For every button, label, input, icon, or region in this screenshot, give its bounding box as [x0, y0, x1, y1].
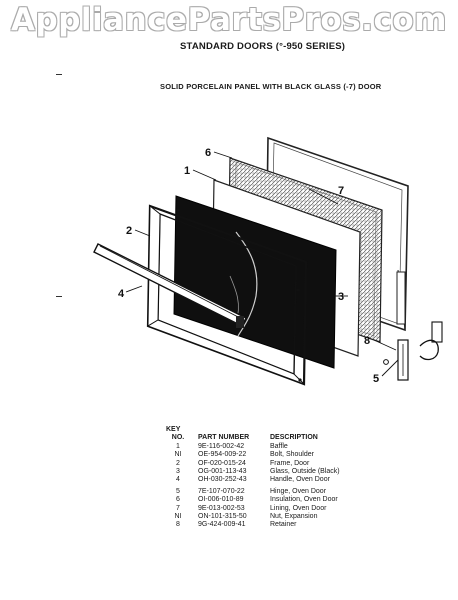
table-row: 6 OI-006-010-89 Insulation, Oven Door [176, 496, 338, 504]
part-hinge [383, 321, 443, 365]
column-header-no: NO. [171, 434, 185, 442]
callout-3: 3 [338, 291, 344, 303]
column-header-part-number: PART NUMBER [198, 434, 250, 442]
page-subtitle: SOLID PORCELAIN PANEL WITH BLACK GLASS (… [160, 82, 382, 91]
leader-lines [125, 151, 399, 377]
callout-7: 7 [338, 185, 344, 197]
part-handle [93, 243, 247, 328]
table-row: NI ON-101-315-50 Nut, Expansion [174, 513, 318, 521]
table-row: 5 7E-107-070-22 Hinge, Oven Door [176, 487, 327, 495]
callout-6: 6 [205, 147, 211, 159]
callout-1: 1 [184, 165, 190, 177]
watermark: AppliancePartsPros.com [11, 2, 447, 38]
table-row: 4 OH-030-252-43 Handle, Oven Door [176, 476, 330, 484]
callout-4: 4 [118, 288, 125, 300]
page-title: STANDARD DOORS (°-950 SERIES) [180, 41, 346, 52]
table-row: 7 9E-013-002-53 Lining, Oven Door [176, 504, 327, 512]
key-label: KEY [166, 426, 181, 433]
parts-key: KEY NO. PART NUMBER DESCRIPTION 1 9E-116… [166, 426, 380, 530]
table-row: 8 9G-424-009-41 Retainer [176, 521, 297, 529]
table-row: 1 9E-116-002-42 Baffle [176, 442, 288, 450]
part-retainer [397, 339, 409, 381]
parts-table: NO. PART NUMBER DESCRIPTION 1 9E-116-002… [166, 434, 380, 529]
part-frame [146, 204, 308, 386]
callout-2: 2 [126, 225, 132, 237]
stray-mark [56, 74, 62, 75]
table-row: NI OE-954-009-22 Bolt, Shoulder [174, 451, 314, 459]
stray-mark [56, 296, 62, 297]
table-row: 3 OG-001-113-43 Glass, Outside (Black) [176, 468, 340, 476]
callout-5: 5 [373, 373, 379, 385]
column-header-description: DESCRIPTION [270, 434, 318, 442]
callout-8: 8 [364, 335, 370, 347]
table-row: 2 OF-020-015-24 Frame, Door [176, 459, 310, 467]
